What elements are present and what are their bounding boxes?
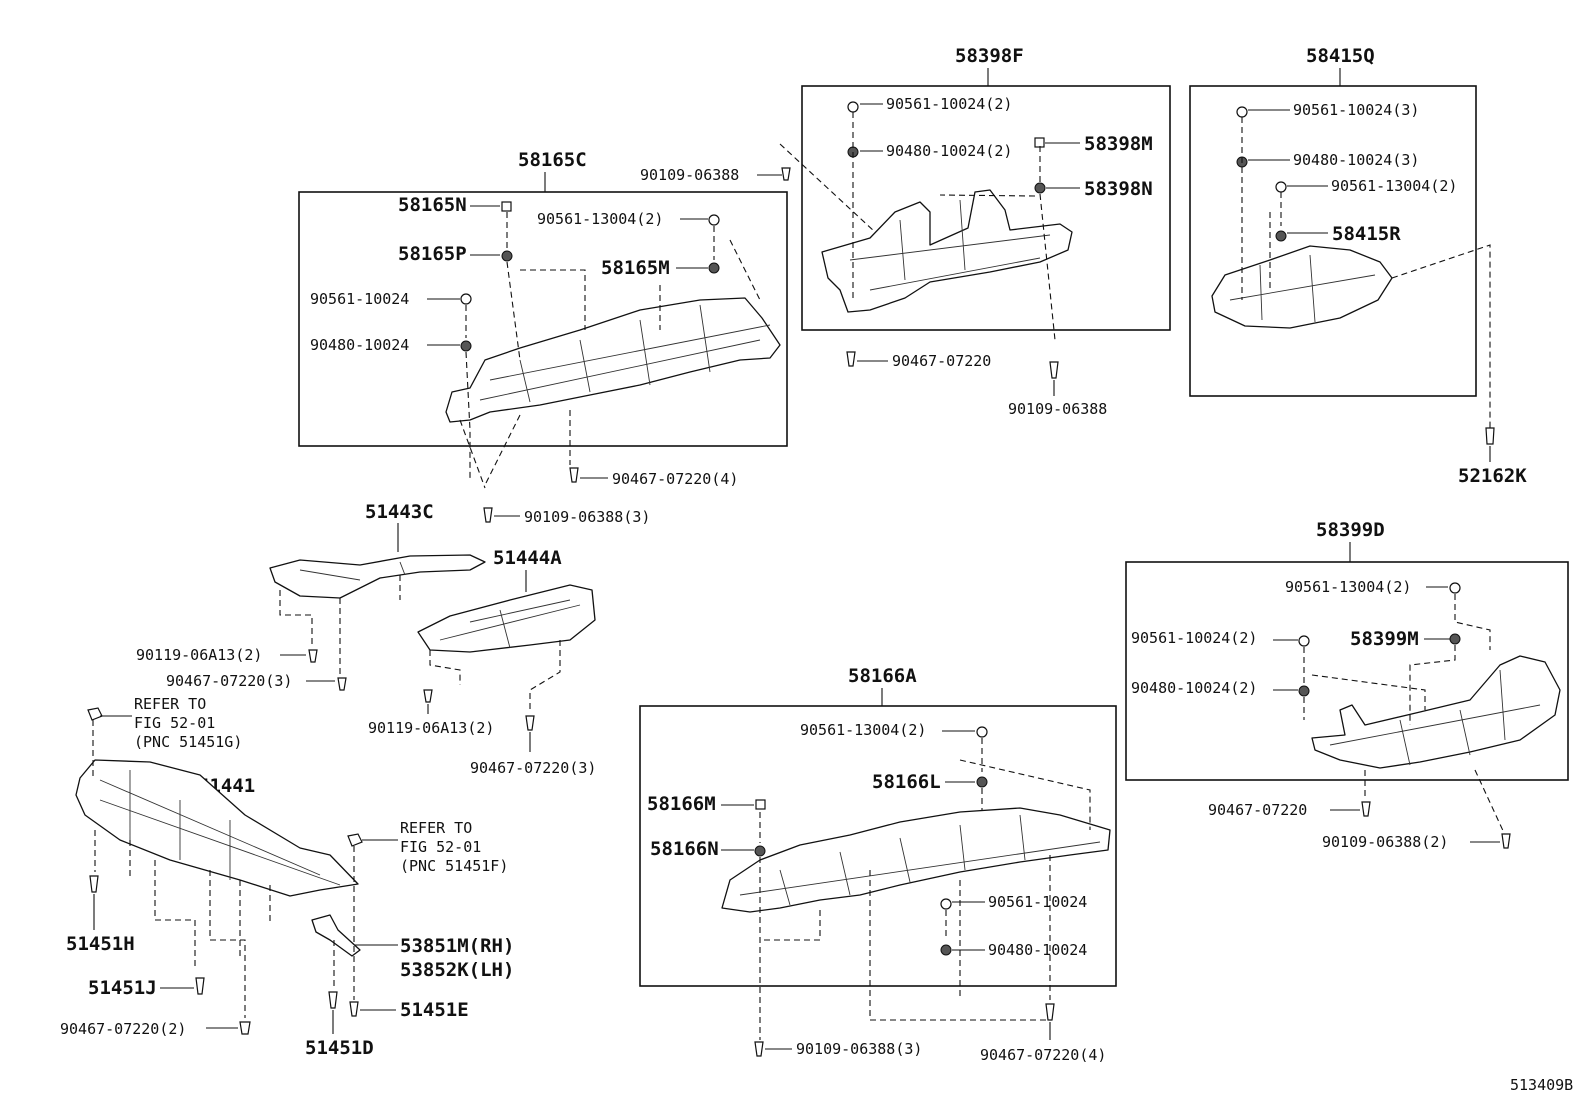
- undercover-51443C: [269, 554, 486, 599]
- label-52162K[interactable]: 52162K: [1458, 465, 1527, 487]
- undercover-58398F: [821, 189, 1073, 313]
- label-90561-10024-2[interactable]: 90561-10024(2): [886, 95, 1012, 113]
- group-title-58398F[interactable]: 58398F: [955, 45, 1024, 67]
- label-51444A[interactable]: 51444A: [493, 547, 562, 569]
- label-90480-10024-3[interactable]: 90480-10024(3): [1293, 151, 1419, 169]
- group-box-58166A: [639, 705, 1117, 987]
- label-90480-10024-b[interactable]: 90480-10024: [988, 941, 1087, 959]
- label-90561-10024-3[interactable]: 90561-10024(3): [1293, 101, 1419, 119]
- label-90109-06388-3a[interactable]: 90109-06388(3): [524, 508, 650, 526]
- label-90480-10024-2-c[interactable]: 90480-10024(2): [1131, 679, 1257, 697]
- group-box-58398F: [801, 85, 1171, 331]
- undercover-58166A: [721, 807, 1111, 913]
- refer-a-line-1: REFER TO: [134, 695, 206, 713]
- label-51451J[interactable]: 51451J: [88, 977, 157, 999]
- label-90561-13004-2-a[interactable]: 90561-13004(2): [537, 210, 663, 228]
- label-90561-13004-2-top[interactable]: 90561-13004(2): [1331, 177, 1457, 195]
- undercover-51444A: [417, 584, 596, 653]
- group-58165C: 58165C 58165N 58165P 90561-13004(2) 5816…: [298, 149, 788, 489]
- group-title-58166A[interactable]: 58166A: [848, 665, 917, 687]
- undercover-51441: [75, 759, 359, 897]
- label-90109-06388-top[interactable]: 90109-06388: [640, 166, 739, 184]
- label-90119-06A13-2b[interactable]: 90119-06A13(2): [368, 719, 494, 737]
- label-90561-10024-2-c[interactable]: 90561-10024(2): [1131, 629, 1257, 647]
- label-51451E[interactable]: 51451E: [400, 999, 469, 1021]
- refer-note-51451F: REFER TO FIG 52-01 (PNC 51451F): [400, 819, 508, 875]
- label-51451D[interactable]: 51451D: [305, 1037, 374, 1059]
- label-90480-10024-a[interactable]: 90480-10024: [310, 336, 409, 354]
- label-58166M[interactable]: 58166M: [647, 793, 716, 815]
- label-90561-13004-2-c[interactable]: 90561-13004(2): [1285, 578, 1411, 596]
- refer-a-line-3: (PNC 51451G): [134, 733, 242, 751]
- label-90467-07220-d[interactable]: 90467-07220: [1208, 801, 1307, 819]
- label-90467-07220-4b[interactable]: 90467-07220(4): [980, 1046, 1106, 1064]
- group-box-58165C: [298, 191, 788, 447]
- group-title-58415Q[interactable]: 58415Q: [1306, 45, 1375, 67]
- label-58166N[interactable]: 58166N: [650, 838, 719, 860]
- undercover-58399D: [1311, 655, 1561, 769]
- label-58165M[interactable]: 58165M: [601, 257, 670, 279]
- label-90109-06388-3b[interactable]: 90109-06388(3): [796, 1040, 922, 1058]
- label-58398N[interactable]: 58398N: [1084, 178, 1153, 200]
- label-53852K-LH[interactable]: 53852K(LH): [400, 959, 514, 981]
- label-58165N[interactable]: 58165N: [398, 194, 467, 216]
- label-90467-07220-2[interactable]: 90467-07220(2): [60, 1020, 186, 1038]
- label-90467-07220-a[interactable]: 90467-07220: [892, 352, 991, 370]
- undercover-58415Q: [1211, 245, 1393, 329]
- label-51443C[interactable]: 51443C: [365, 501, 434, 523]
- group-58415Q: 58415Q 90561-10024(3) 90480-10024(3) 905…: [1189, 45, 1491, 432]
- label-90119-06A13-2a[interactable]: 90119-06A13(2): [136, 646, 262, 664]
- refer-note-51451G: REFER TO FIG 52-01 (PNC 51451G): [134, 695, 242, 751]
- label-90109-06388-b[interactable]: 90109-06388: [1008, 400, 1107, 418]
- label-58415R[interactable]: 58415R: [1332, 223, 1401, 245]
- group-title-58165C[interactable]: 58165C: [518, 149, 587, 171]
- refer-b-line-2[interactable]: FIG 52-01: [400, 838, 481, 856]
- diagram-id: 513409B: [1510, 1076, 1573, 1094]
- refer-b-line-3: (PNC 51451F): [400, 857, 508, 875]
- label-90561-10024-a[interactable]: 90561-10024: [310, 290, 409, 308]
- group-58166A: 58166A 90561-13004(2) 58166L 58166M 5816…: [639, 665, 1117, 1040]
- group-box-58399D: [1125, 561, 1569, 781]
- undercover-58165C: [445, 297, 781, 423]
- label-90561-10024-b[interactable]: 90561-10024: [988, 893, 1087, 911]
- label-90561-13004-2-b[interactable]: 90561-13004(2): [800, 721, 926, 739]
- label-58166L[interactable]: 58166L: [872, 771, 941, 793]
- label-90109-06388-2[interactable]: 90109-06388(2): [1322, 833, 1448, 851]
- group-box-58415Q: [1189, 85, 1477, 397]
- group-58399D: 58399D 90561-13004(2) 90561-10024(2) 583…: [1125, 519, 1569, 836]
- label-58165P[interactable]: 58165P: [398, 243, 467, 265]
- group-58398F: 58398F 90561-10024(2) 90480-10024(2) 583…: [779, 45, 1171, 341]
- label-58399M[interactable]: 58399M: [1350, 628, 1419, 650]
- bracket-53851M: [311, 914, 361, 957]
- label-90480-10024-2[interactable]: 90480-10024(2): [886, 142, 1012, 160]
- refer-a-line-2[interactable]: FIG 52-01: [134, 714, 215, 732]
- label-53851M-RH[interactable]: 53851M(RH): [400, 935, 514, 957]
- group-title-58399D[interactable]: 58399D: [1316, 519, 1385, 541]
- refer-b-line-1: REFER TO: [400, 819, 472, 837]
- label-90467-07220-3b[interactable]: 90467-07220(3): [470, 759, 596, 777]
- label-90467-07220-3a[interactable]: 90467-07220(3): [166, 672, 292, 690]
- label-51451H[interactable]: 51451H: [66, 933, 135, 955]
- label-90467-07220-4a[interactable]: 90467-07220(4): [612, 470, 738, 488]
- label-58398M[interactable]: 58398M: [1084, 133, 1153, 155]
